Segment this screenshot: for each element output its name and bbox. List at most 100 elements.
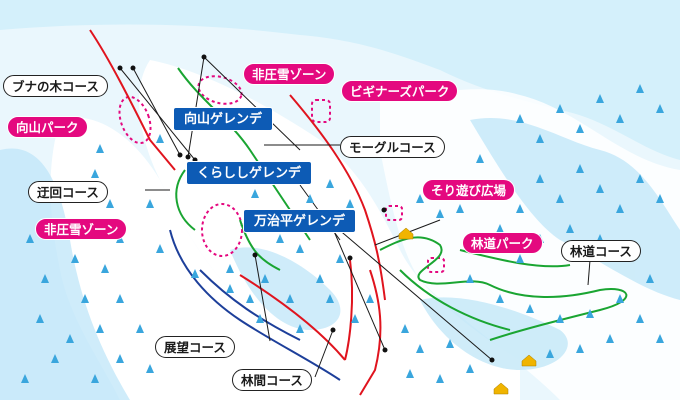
tree-icon <box>191 269 199 278</box>
tree-icon <box>146 199 154 208</box>
tree-icon <box>351 314 359 323</box>
tree-icon <box>296 324 304 333</box>
tree-icon <box>256 314 264 323</box>
tree-icon <box>296 244 304 253</box>
tree-icon <box>316 274 324 283</box>
tree-icon <box>136 324 144 333</box>
tree-icon <box>576 124 584 133</box>
label-forest-course[interactable]: 林間コース <box>232 369 312 391</box>
tree-icon <box>526 304 534 313</box>
lift-line-icon <box>89 29 386 396</box>
tree-icon <box>476 154 484 163</box>
tree-icon <box>26 234 34 243</box>
tree-icon <box>251 189 259 198</box>
label-mukaiyama-gelande[interactable]: 向山ゲレンデ <box>173 107 274 131</box>
tree-icon <box>496 294 504 303</box>
label-view-course[interactable]: 展望コース <box>155 336 235 358</box>
label-rindo-park[interactable]: 林道パーク <box>462 232 543 254</box>
tree-icon <box>596 94 604 103</box>
tree-icon <box>51 354 59 363</box>
label-ungroomed-zone-left[interactable]: 非圧雪ゾーン <box>35 218 128 240</box>
pointer-lines <box>119 56 591 378</box>
tree-icon <box>416 194 424 203</box>
tree-icon <box>606 334 614 343</box>
tree-icon <box>536 134 544 143</box>
tree-icon <box>516 254 524 263</box>
tree-icon <box>536 174 544 183</box>
tree-icon <box>466 364 474 373</box>
tree-icon <box>616 204 624 213</box>
tree-icon <box>576 164 584 173</box>
tree-icon <box>101 264 109 273</box>
tree-icon <box>91 374 99 383</box>
tree-icon <box>326 179 334 188</box>
tree-icon <box>336 254 344 263</box>
label-kurashishi-gelande[interactable]: くらししゲレンデ <box>186 161 313 185</box>
tree-icon <box>21 374 29 383</box>
tree-icon <box>41 274 49 283</box>
park-zone-icon <box>118 75 445 273</box>
tree-icon <box>346 199 354 208</box>
tree-icon <box>106 199 114 208</box>
lodge-icon <box>398 227 537 395</box>
course-lines-navy <box>169 229 341 381</box>
tree-icon <box>261 274 269 283</box>
tree-icon <box>446 339 454 348</box>
tree-icon <box>226 264 234 273</box>
tree-icon <box>366 294 374 303</box>
tree-icon <box>156 134 164 143</box>
label-ungroomed-zone-top[interactable]: 非圧雪ゾーン <box>243 63 336 85</box>
tree-icon <box>596 184 604 193</box>
pointer-dots <box>117 54 495 363</box>
tree-icon <box>556 104 564 113</box>
tree-icon <box>81 294 89 303</box>
snowfield-left <box>50 117 380 400</box>
tree-icon <box>616 114 624 123</box>
label-sled-area[interactable]: そり遊び広場 <box>422 179 516 201</box>
tree-icon <box>401 324 409 333</box>
tree-icon <box>96 324 104 333</box>
tree-icon <box>556 194 564 203</box>
label-rindo-course[interactable]: 林道コース <box>561 240 641 262</box>
label-buna-course[interactable]: ブナの木コース <box>3 75 108 97</box>
tree-icon <box>36 314 44 323</box>
tree-icon <box>556 314 564 323</box>
tree-icon <box>66 334 74 343</box>
label-detour-course[interactable]: 迂回コース <box>28 181 108 203</box>
tree-icon <box>516 204 524 213</box>
tree-icon <box>406 369 414 378</box>
tree-icon <box>616 294 624 303</box>
tree-icon <box>71 254 79 263</box>
tree-icon <box>146 364 154 373</box>
tree-icon <box>466 274 474 283</box>
tree-icon <box>226 284 234 293</box>
tree-icon <box>636 84 644 93</box>
label-mogul-course[interactable]: モーグルコース <box>340 136 445 158</box>
label-manjidaira-gelande[interactable]: 万治平ゲレンデ <box>243 209 357 233</box>
tree-icon <box>326 294 334 303</box>
tree-icon <box>546 349 554 358</box>
label-beginners-park[interactable]: ビギナーズパーク <box>341 80 459 102</box>
tree-icon <box>586 309 594 318</box>
tree-icon <box>456 204 464 213</box>
tree-icon <box>516 114 524 123</box>
tree-icon <box>96 144 104 153</box>
tree-icon <box>276 234 284 243</box>
tree-icon <box>116 294 124 303</box>
tree-icon <box>646 274 654 283</box>
tree-icon <box>436 374 444 383</box>
tree-icon <box>156 244 164 253</box>
tree-icon <box>286 294 294 303</box>
label-mukaiyama-park[interactable]: 向山パーク <box>7 116 88 138</box>
tree-icon <box>636 174 644 183</box>
tree-icon <box>116 354 124 363</box>
tree-icon <box>496 224 504 233</box>
tree-icon <box>656 104 664 113</box>
tree-icon <box>656 194 664 203</box>
tree-icon <box>306 194 314 203</box>
tree-icon <box>91 169 99 178</box>
tree-icon <box>436 209 444 218</box>
tree-icon <box>636 314 644 323</box>
sky-area <box>0 0 680 160</box>
